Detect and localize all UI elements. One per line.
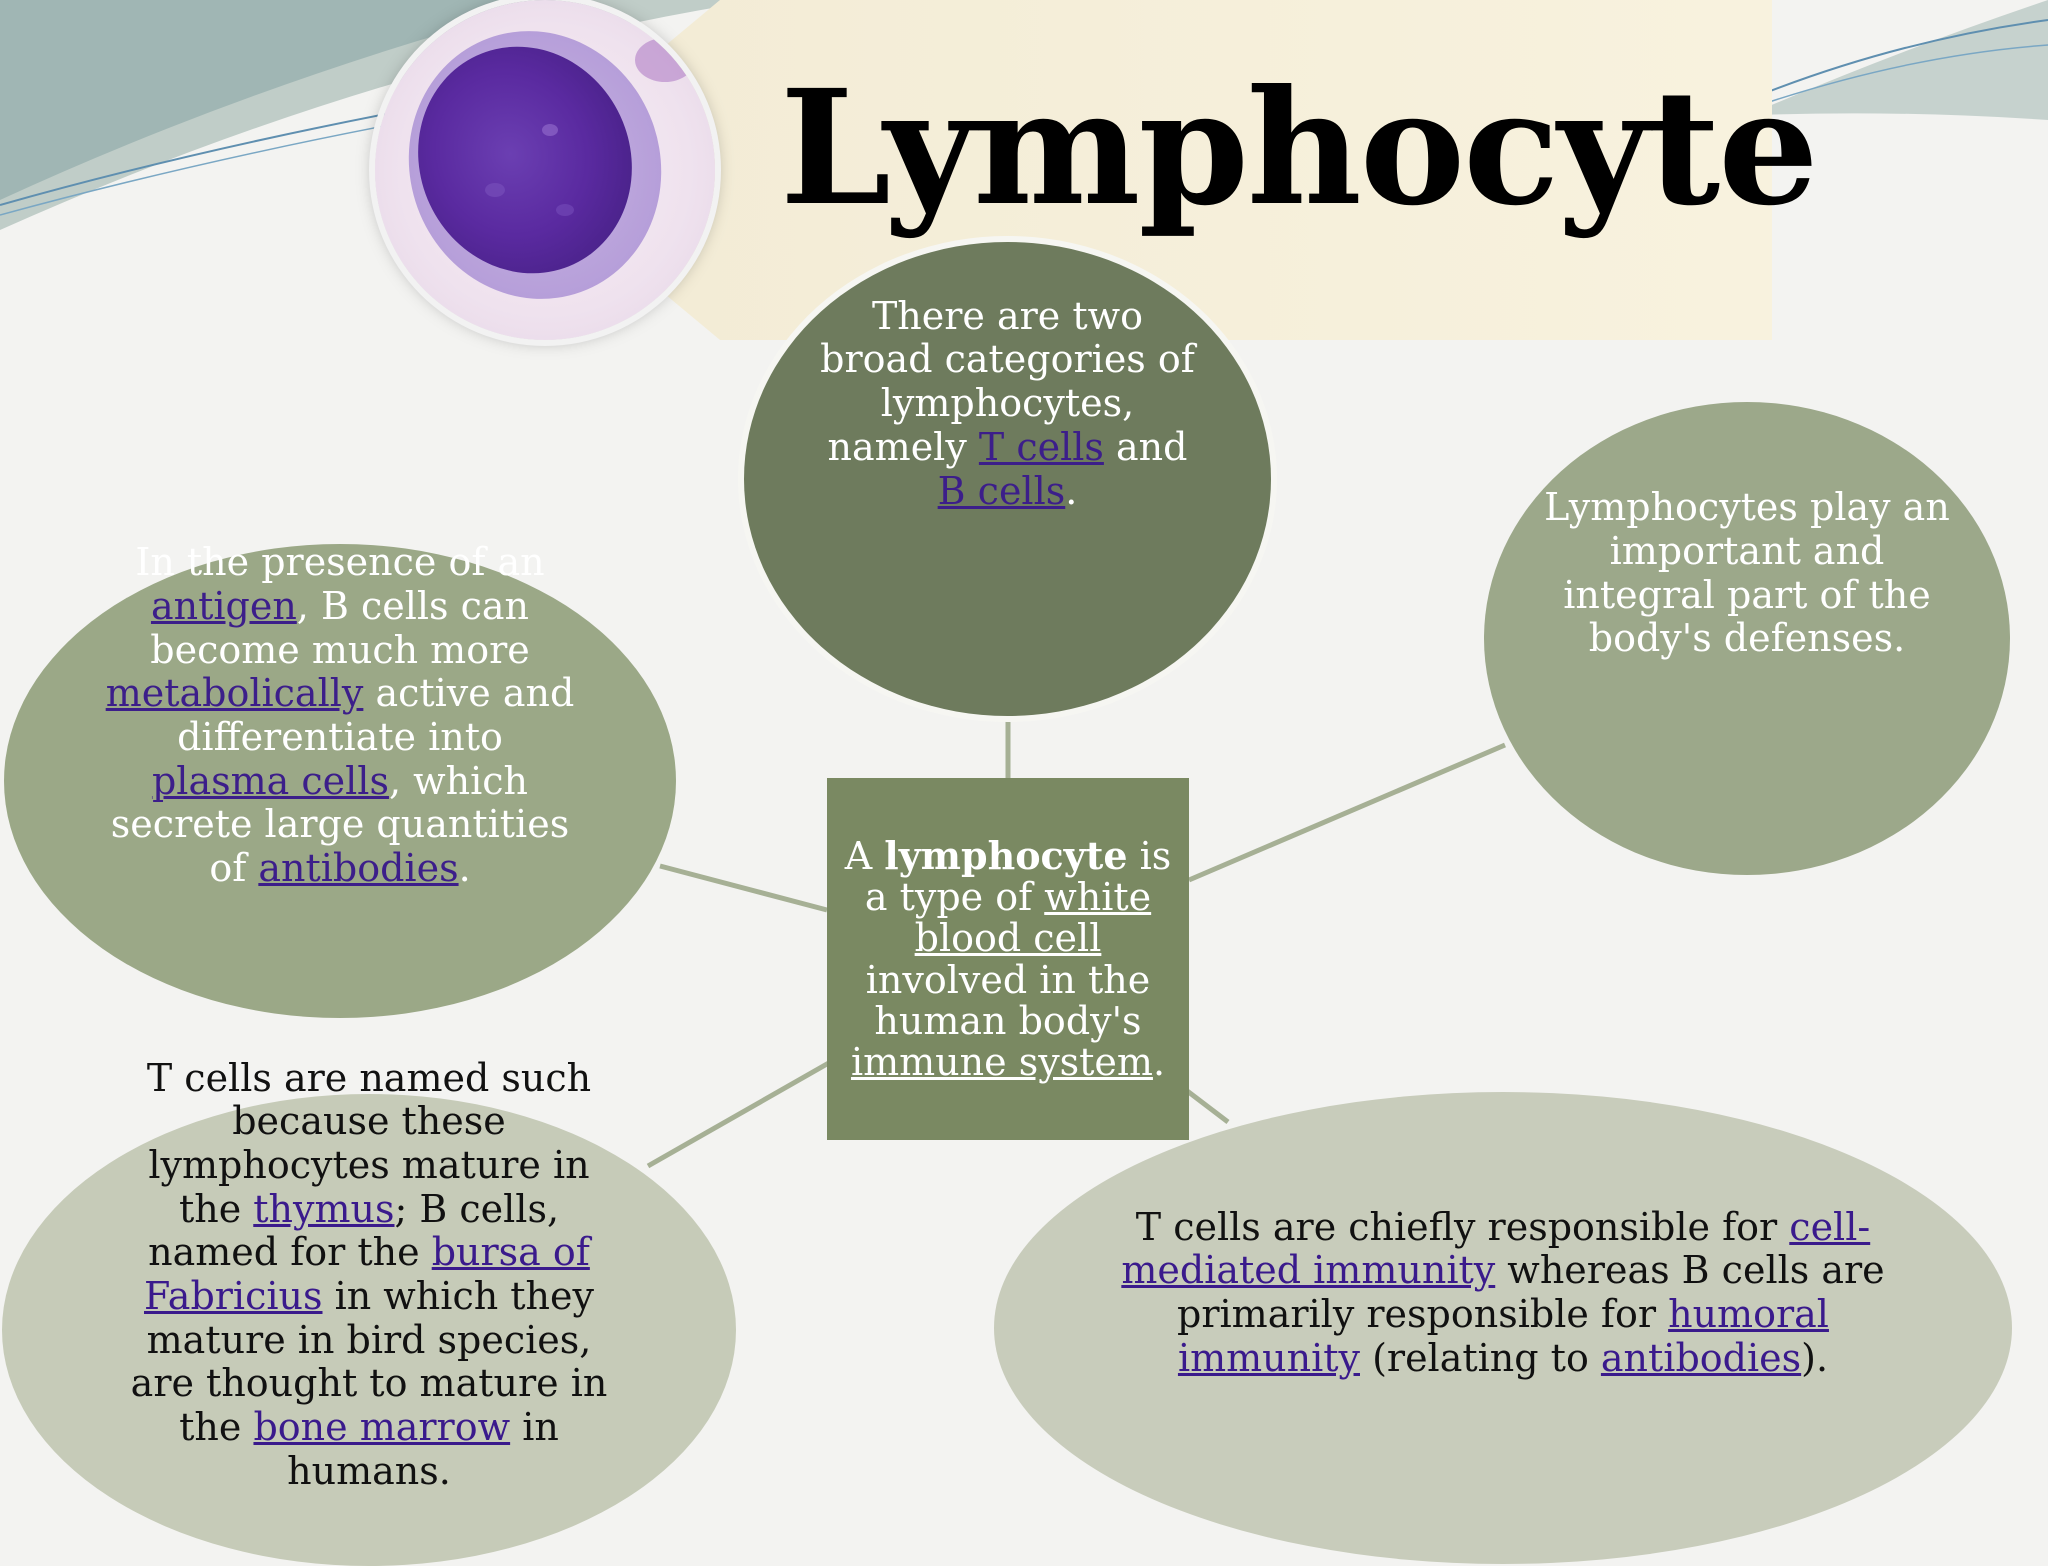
text-segment: and [1103,424,1188,469]
antibodies-link[interactable]: antibodies [258,846,459,891]
b-cells-link[interactable]: B cells [937,468,1066,513]
t-cells-link[interactable]: T cells [978,424,1104,469]
text-segment: (relating to [1360,1335,1601,1380]
bubble-immunity-text: T cells are chiefly responsible for cell… [1114,1204,1892,1381]
bone-marrow-link[interactable]: bone marrow [253,1405,511,1450]
immune-system-link[interactable]: immune system [850,1039,1153,1084]
text-segment: , which secrete large quantities of [110,758,570,891]
text-segment: in which they mature in bird species, ar… [130,1274,608,1450]
bubble-naming-text: T cells are named such because these lym… [112,1055,626,1494]
text-segment: . [1152,1039,1166,1084]
page-title: Lymphocyte [780,56,1819,241]
text-segment: is a type of [864,834,1172,920]
text-segment: T cells are chiefly responsible for [1135,1204,1790,1249]
text-segment: ; B cells, named for the [148,1186,560,1275]
text-segment: in humans. [287,1405,559,1493]
text-segment: active and differentiate into [177,671,575,759]
text-segment: , B cells can become much more [150,583,530,672]
text-segment: involved in the human body's [865,957,1151,1043]
bubble-defenses-text: Lymphocytes play an important and integr… [1544,485,1950,661]
bubble-two-categories: There are two broad categories of lympho… [744,242,1271,716]
bubble-immunity: T cells are chiefly responsible for cell… [994,1092,2012,1564]
text-segment: whereas B cells are primarily responsibl… [1177,1248,1885,1336]
center-definition-box: A lymphocyte is a type of white blood ce… [827,778,1189,1140]
text-segment: There are two broad categories of lympho… [820,293,1195,469]
bubble-b-cells-antigen: In the presence of an antigen, B cells c… [4,540,676,1018]
text-segment: A [844,834,885,879]
metabolically-link[interactable]: metabolically [105,671,364,716]
bubble-two-categories-text: There are two broad categories of lympho… [814,293,1201,513]
center-definition-text: A lymphocyte is a type of white blood ce… [835,835,1181,1082]
text-segment: ). [1801,1335,1829,1380]
bubble-naming: T cells are named such because these lym… [2,1056,736,1566]
lymphocyte-term: lymphocyte [884,833,1128,879]
thymus-link[interactable]: thymus [253,1186,395,1231]
text-segment: . [458,846,471,891]
cell-mediated-immunity-link[interactable]: cell-mediated immunity [1121,1204,1871,1293]
title-banner [660,0,1772,340]
bubble-b-cells-antigen-text: In the presence of an antigen, B cells c… [104,540,576,891]
bubble-defenses: Lymphocytes play an important and integr… [1484,402,2010,875]
text-segment: . [1065,468,1078,513]
antibodies-link[interactable]: antibodies [1600,1335,1802,1380]
plasma-cells-link[interactable]: plasma cells [151,758,389,803]
lymphocyte-cell-image [375,0,715,340]
text-segment: T cells are named such because these lym… [146,1055,592,1231]
white-blood-cell-link[interactable]: white blood cell [914,875,1152,961]
humoral-immunity-link[interactable]: humoral immunity [1177,1292,1829,1380]
text-segment: In the presence of an [135,540,545,585]
bursa-of-fabricius-link[interactable]: bursa of Fabricius [144,1230,590,1318]
antigen-link[interactable]: antigen [150,583,297,628]
